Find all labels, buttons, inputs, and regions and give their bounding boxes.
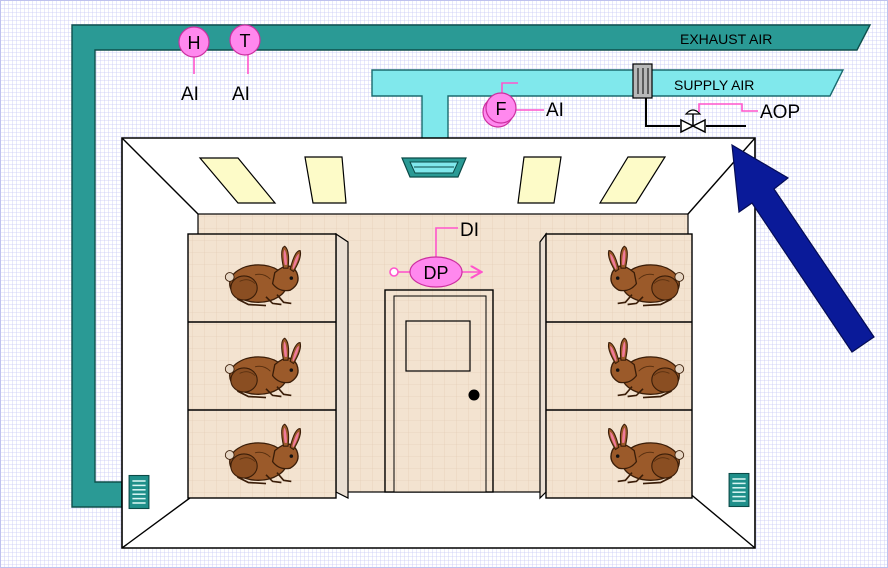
temperature-sensor-symbol: T (240, 31, 251, 51)
supply-diffuser-icon (401, 157, 467, 178)
humidity-signal-label: AI (181, 84, 199, 105)
temperature-sensor: T (229, 24, 261, 74)
room-perspective-lines (121, 137, 756, 549)
flow-sensor: F (482, 82, 544, 128)
dp-signal-label: DI (460, 220, 479, 241)
vent-grille-icon (728, 472, 750, 508)
damper-icon (632, 63, 746, 127)
door (384, 289, 494, 493)
ceiling-lights (198, 156, 667, 204)
temperature-signal-label: AI (232, 84, 250, 105)
control-valve-icon (680, 109, 706, 134)
differential-pressure-sensor: DP (389, 227, 480, 288)
ceiling-light (304, 156, 347, 204)
valve-signal-line (698, 103, 758, 112)
supply-air-label: SUPPLY AIR (674, 77, 754, 93)
door-knob-icon (468, 389, 480, 401)
ceiling-light (198, 157, 277, 204)
ceiling-light (517, 156, 562, 204)
humidity-sensor: H (178, 26, 210, 74)
vent-grille-icon (128, 474, 150, 510)
flow-signal-label: AI (546, 100, 564, 121)
door-window (405, 320, 471, 372)
dp-sensor-symbol: DP (423, 263, 448, 283)
exhaust-air-label: EXHAUST AIR (680, 31, 772, 47)
valve-signal-label: AOP (760, 102, 800, 123)
exhaust-duct (71, 24, 872, 508)
ceiling-light (598, 156, 667, 204)
airflow-arrow (731, 143, 875, 353)
flow-sensor-symbol: F (496, 99, 507, 119)
humidity-sensor-symbol: H (188, 33, 201, 53)
